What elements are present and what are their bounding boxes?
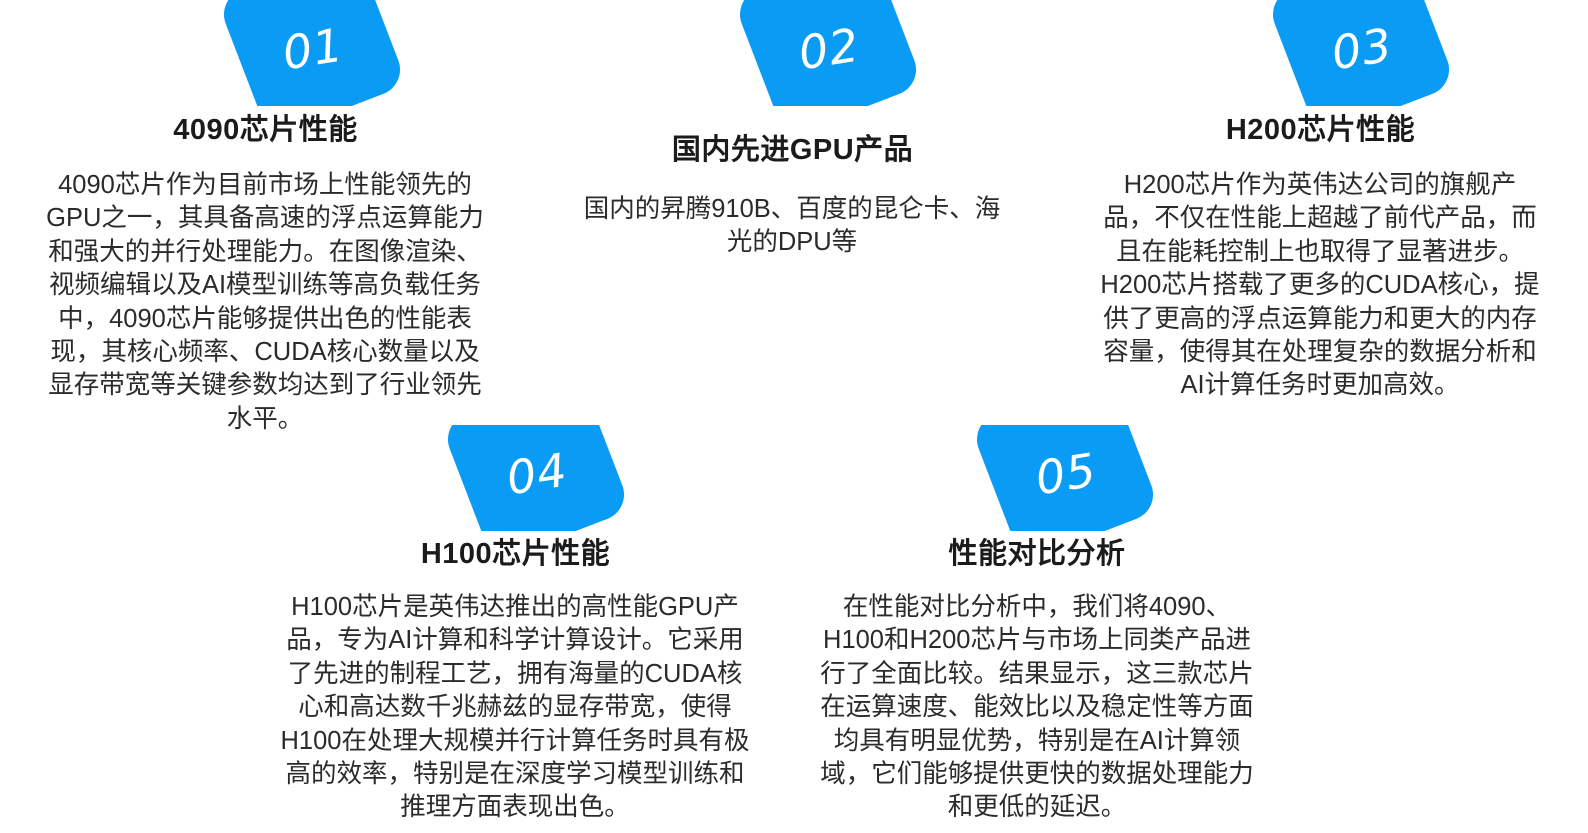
section-title: H100芯片性能 — [420, 538, 611, 570]
number-badge-02: 02 — [730, 0, 920, 106]
section-title: 4090芯片性能 — [173, 114, 358, 146]
section-title: 性能对比分析 — [948, 538, 1126, 570]
badge-number: 01 — [278, 17, 348, 81]
number-badge-03: 03 — [1263, 0, 1453, 106]
badge-number: 05 — [1031, 442, 1101, 506]
section-title: H200芯片性能 — [1225, 114, 1416, 146]
badge-number: 03 — [1327, 17, 1397, 81]
section-body: 4090芯片作为目前市场上性能领先的GPU之一，其具备高速的浮点运算能力和强大的… — [46, 171, 484, 433]
number-badge-01: 01 — [214, 0, 404, 106]
number-badge-04: 04 — [438, 425, 628, 531]
section-body: 国内的昇腾910B、百度的昆仑卡、海光的DPU等 — [583, 195, 1001, 257]
number-badge-05: 05 — [967, 425, 1157, 531]
section-body: H200芯片作为英伟达公司的旗舰产品，不仅在性能上超越了前代产品，而且在能耗控制… — [1100, 171, 1540, 400]
badge-number: 04 — [502, 442, 572, 506]
section-body: 在性能对比分析中，我们将4090、H100和H200芯片与市场上同类产品进行了全… — [820, 593, 1254, 822]
section-body: H100芯片是英伟达推出的高性能GPU产品，专为AI计算和科学计算设计。它采用了… — [280, 593, 750, 822]
badge-number: 02 — [794, 17, 864, 81]
section-title: 国内先进GPU产品 — [671, 134, 914, 166]
